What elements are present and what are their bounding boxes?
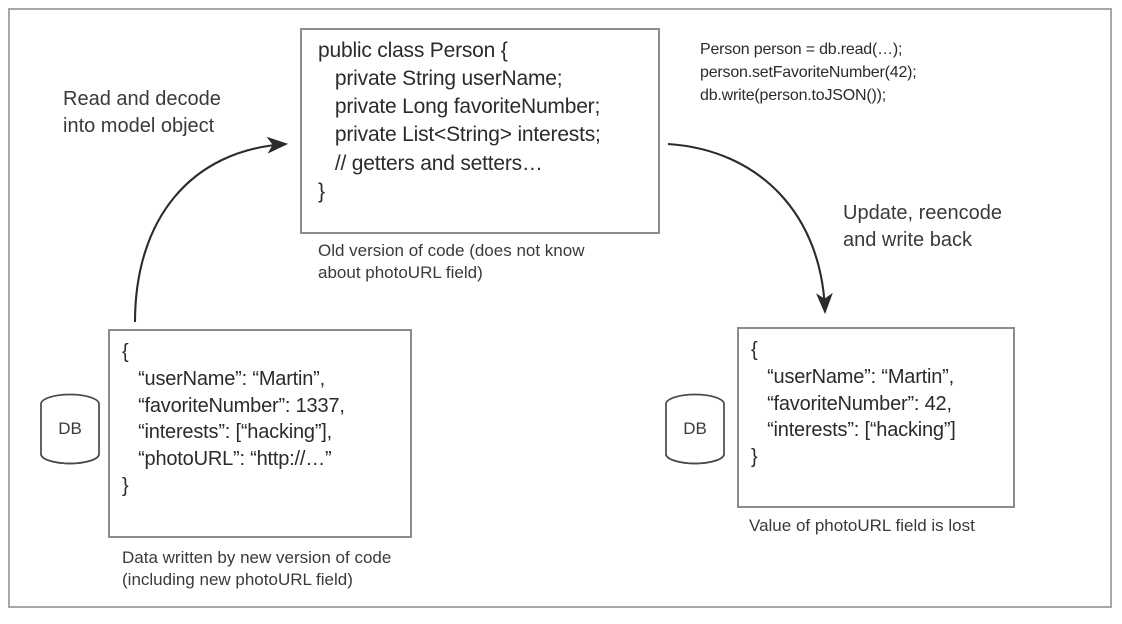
write-arrow-label: Update, reencode and write back xyxy=(843,202,1003,251)
db-cylinder-right: DB xyxy=(663,392,727,466)
db-cylinder-left: DB xyxy=(38,392,102,466)
left-record-box xyxy=(108,329,412,538)
left-record-caption: Data written by new version of code (inc… xyxy=(122,548,392,590)
right-record-box xyxy=(737,327,1015,508)
database-icon xyxy=(40,393,100,465)
code-box-caption: Old version of code (does not know about… xyxy=(318,241,585,283)
code-box xyxy=(300,28,660,234)
right-record-caption: Value of photoURL field is lost xyxy=(749,516,975,535)
right-record-text: { “userName”: “Martin”, “favoriteNumber”… xyxy=(751,339,956,469)
database-icon xyxy=(665,393,725,465)
read-arrow-label: Read and decode into model object xyxy=(63,88,221,137)
update-snippet-text: Person person = db.read(…); person.setFa… xyxy=(700,41,917,105)
figure-outer-frame xyxy=(8,8,1112,608)
code-box-text: public class Person { private String use… xyxy=(318,39,601,203)
left-record-text: { “userName”: “Martin”, “favoriteNumber”… xyxy=(122,341,345,497)
